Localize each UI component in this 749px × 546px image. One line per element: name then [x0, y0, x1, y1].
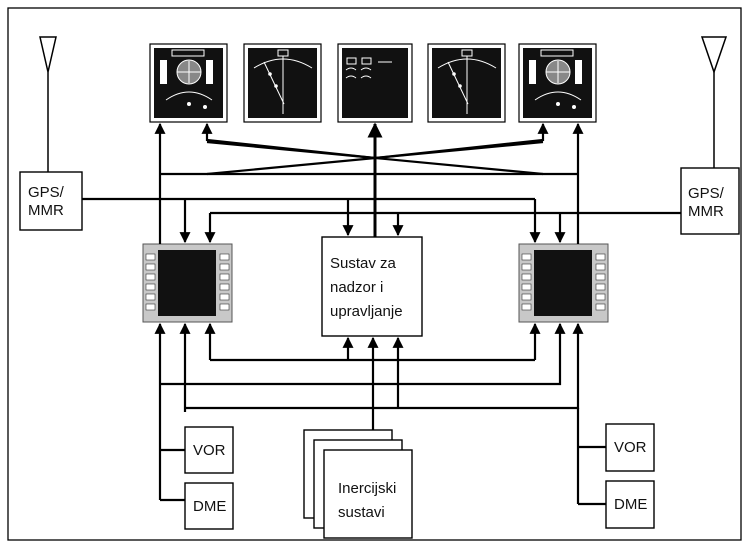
display-5-pfd — [518, 43, 597, 123]
inertial-line2: sustavi — [338, 504, 385, 521]
gps-mmr-left: GPS/ MMR — [19, 171, 83, 231]
vor-left: VOR — [184, 426, 234, 474]
display-4-nd — [427, 43, 506, 123]
gps-left-line2: MMR — [28, 202, 64, 219]
monitoring-control-system: Sustav za nadzor i upravljanje — [321, 236, 423, 337]
vor-right: VOR — [605, 423, 655, 472]
dme-left: DME — [184, 482, 234, 530]
gps-right-line1: GPS/ — [688, 185, 725, 202]
display-2-nd — [243, 43, 322, 123]
gps-left-line1: GPS/ — [28, 184, 65, 201]
dme-right: DME — [605, 480, 655, 529]
dme-left-label: DME — [193, 498, 226, 515]
diagram-frame — [7, 7, 742, 541]
inertial-line1: Inercijski — [338, 480, 396, 497]
display-1-pfd — [149, 43, 228, 123]
display-3-engine — [337, 43, 413, 123]
cdu-left — [142, 243, 233, 323]
vor-left-label: VOR — [193, 442, 226, 459]
gps-mmr-right: GPS/ MMR — [680, 167, 740, 235]
central-line2: nadzor i — [330, 279, 383, 296]
antenna-right-icon — [700, 36, 728, 168]
central-line1: Sustav za — [330, 255, 397, 272]
vor-right-label: VOR — [614, 439, 647, 456]
gps-right-line2: MMR — [688, 203, 724, 220]
central-line3: upravljanje — [330, 303, 403, 320]
cdu-right — [518, 243, 609, 323]
inertial-systems: Inercijski sustavi — [303, 429, 413, 539]
connection-lines — [82, 122, 681, 506]
antenna-left-icon — [39, 36, 57, 172]
dme-right-label: DME — [614, 496, 647, 513]
